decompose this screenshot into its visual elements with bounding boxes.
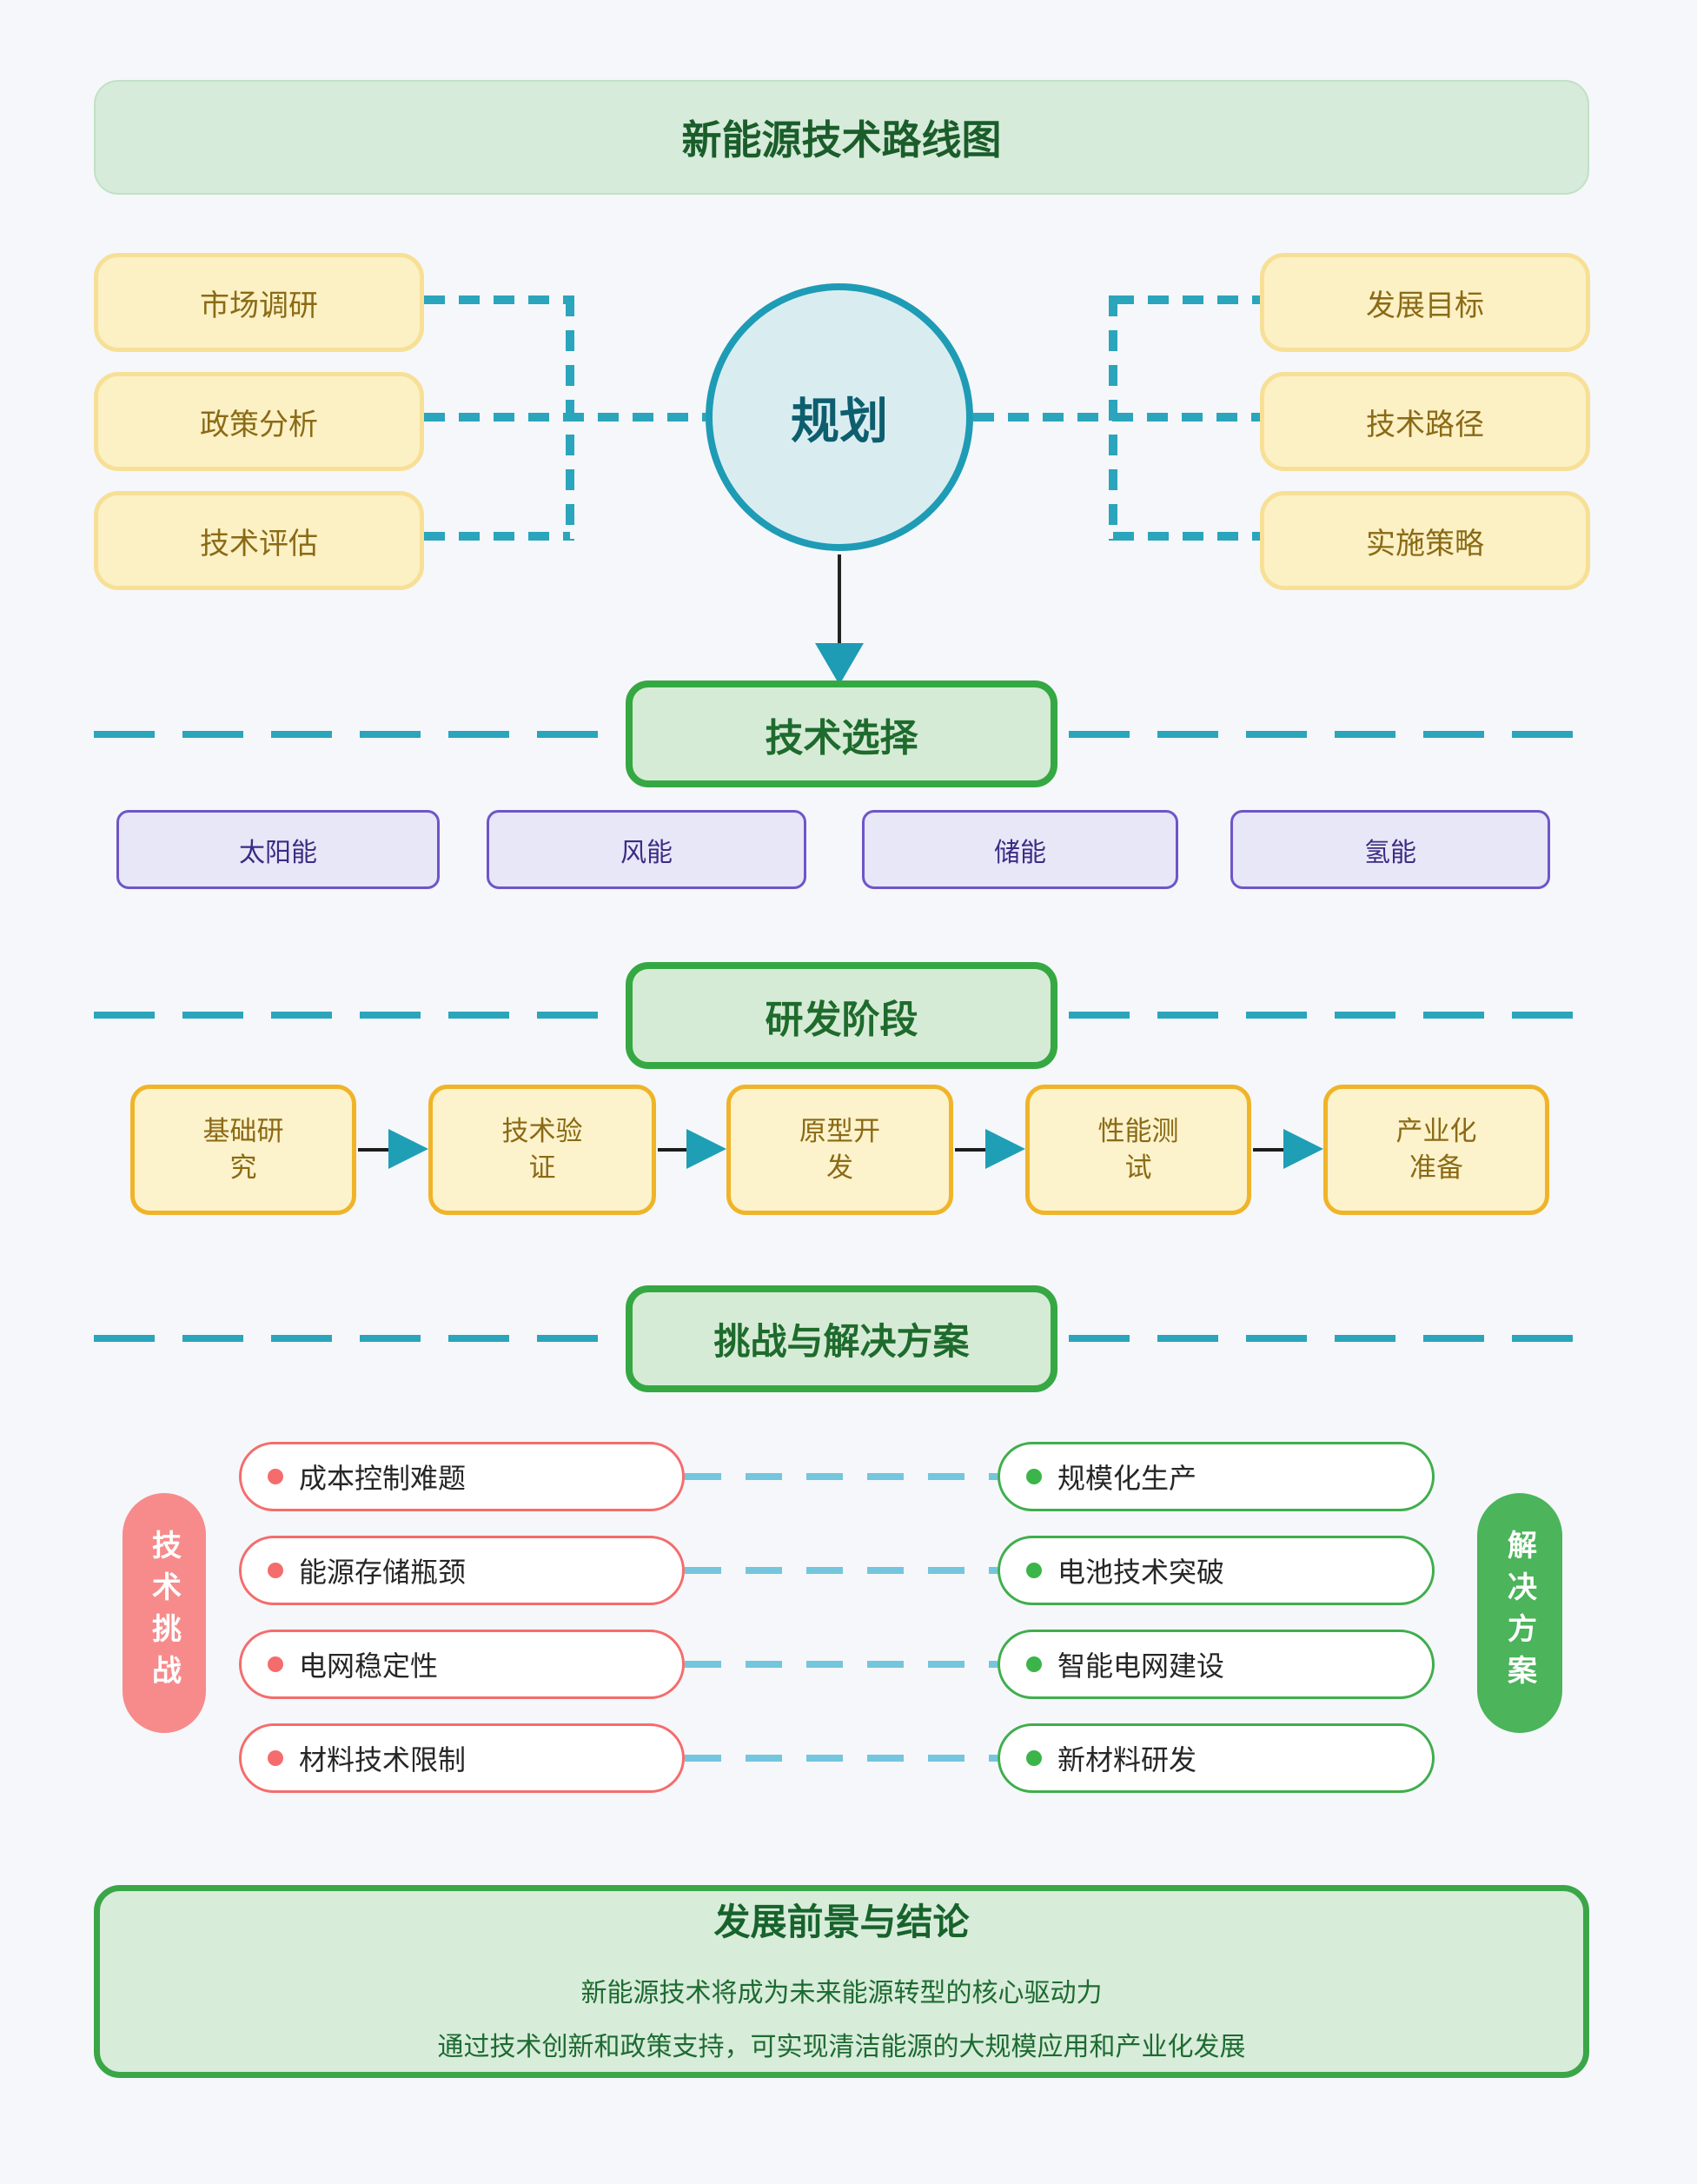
node-hydrogen: 氢能 <box>1230 810 1550 889</box>
conclusion-line: 通过技术创新和政策支持，可实现清洁能源的大规模应用和产业化发展 <box>437 2032 1246 2061</box>
stage-arrow-icon <box>388 1129 428 1169</box>
bullet-dot-icon <box>268 1563 283 1578</box>
stage-prototype-dev: 原型开 发 <box>726 1085 953 1215</box>
section-header-rd-phase: 研发阶段 <box>626 962 1057 1069</box>
node-wind: 风能 <box>487 810 806 889</box>
bullet-dot-icon <box>268 1750 283 1766</box>
axis-label-tech-challenges: 技术挑战 <box>123 1493 206 1733</box>
challenge-material-limit: 材料技术限制 <box>239 1723 685 1793</box>
stage-arrow-line <box>358 1148 391 1152</box>
bullet-dot-icon <box>268 1469 283 1484</box>
conclusion-title: 发展前景与结论 <box>713 1901 970 1942</box>
node-policy-analysis: 政策分析 <box>94 372 424 471</box>
challenge-label: 能源存储瓶颈 <box>299 1557 467 1588</box>
solution-smart-grid: 智能电网建设 <box>998 1630 1435 1699</box>
solution-label: 智能电网建设 <box>1057 1650 1225 1682</box>
pair-connector <box>685 1755 998 1762</box>
stage-arrow-line <box>1253 1148 1286 1152</box>
pair-connector <box>685 1661 998 1668</box>
bullet-dot-icon <box>268 1656 283 1672</box>
stage-tech-validation: 技术验 证 <box>428 1085 656 1215</box>
bullet-dot-icon <box>1026 1469 1042 1484</box>
pair-connector <box>685 1473 998 1480</box>
challenge-cost-control: 成本控制难题 <box>239 1442 685 1511</box>
node-dev-goals: 发展目标 <box>1260 253 1590 352</box>
stage-arrow-icon <box>985 1129 1025 1169</box>
section-header-tech-selection: 技术选择 <box>626 680 1057 787</box>
node-impl-strategy: 实施策略 <box>1260 491 1590 590</box>
solution-new-materials: 新材料研发 <box>998 1723 1435 1793</box>
connector-left-mid <box>424 413 706 422</box>
conclusion-panel: 发展前景与结论 新能源技术将成为未来能源转型的核心驱动力 通过技术创新和政策支持… <box>94 1885 1589 2078</box>
stage-arrow-icon <box>686 1129 726 1169</box>
challenge-label: 电网稳定性 <box>299 1650 439 1682</box>
node-market-research: 市场调研 <box>94 253 424 352</box>
connector-right-top <box>1113 295 1260 304</box>
bullet-dot-icon <box>1026 1563 1042 1578</box>
connector-right-vertical <box>1109 295 1117 541</box>
challenge-grid-stability: 电网稳定性 <box>239 1630 685 1699</box>
stage-performance-test: 性能测 试 <box>1025 1085 1251 1215</box>
connector-left-bottom <box>424 532 570 541</box>
node-tech-path: 技术路径 <box>1260 372 1590 471</box>
challenge-label: 成本控制难题 <box>299 1463 467 1494</box>
solution-label: 新材料研发 <box>1057 1744 1197 1776</box>
stage-arrow-icon <box>1283 1129 1323 1169</box>
node-solar: 太阳能 <box>116 810 440 889</box>
node-planning-circle: 规划 <box>706 283 973 551</box>
node-storage: 储能 <box>862 810 1178 889</box>
arrow-down-icon <box>815 643 864 685</box>
section-header-challenges: 挑战与解决方案 <box>626 1285 1057 1392</box>
axis-label-solutions: 解决方案 <box>1477 1493 1562 1733</box>
challenge-label: 材料技术限制 <box>299 1744 467 1776</box>
solution-scale-production: 规模化生产 <box>998 1442 1435 1511</box>
stage-basic-research: 基础研 究 <box>130 1085 356 1215</box>
solution-label: 电池技术突破 <box>1057 1557 1225 1588</box>
node-tech-assessment: 技术评估 <box>94 491 424 590</box>
stage-arrow-line <box>658 1148 691 1152</box>
arrow-stem <box>838 554 841 645</box>
challenge-energy-storage: 能源存储瓶颈 <box>239 1536 685 1605</box>
solution-battery-breakthrough: 电池技术突破 <box>998 1536 1435 1605</box>
stage-industrialization: 产业化 准备 <box>1323 1085 1549 1215</box>
solution-label: 规模化生产 <box>1057 1463 1197 1494</box>
connector-right-bottom <box>1113 532 1260 541</box>
connector-left-vertical <box>566 295 574 541</box>
bullet-dot-icon <box>1026 1656 1042 1672</box>
stage-arrow-line <box>955 1148 988 1152</box>
page-title: 新能源技术路线图 <box>94 80 1589 195</box>
conclusion-line: 新能源技术将成为未来能源转型的核心驱动力 <box>580 1978 1103 2008</box>
pair-connector <box>685 1567 998 1574</box>
connector-left-top <box>424 295 570 304</box>
bullet-dot-icon <box>1026 1750 1042 1766</box>
